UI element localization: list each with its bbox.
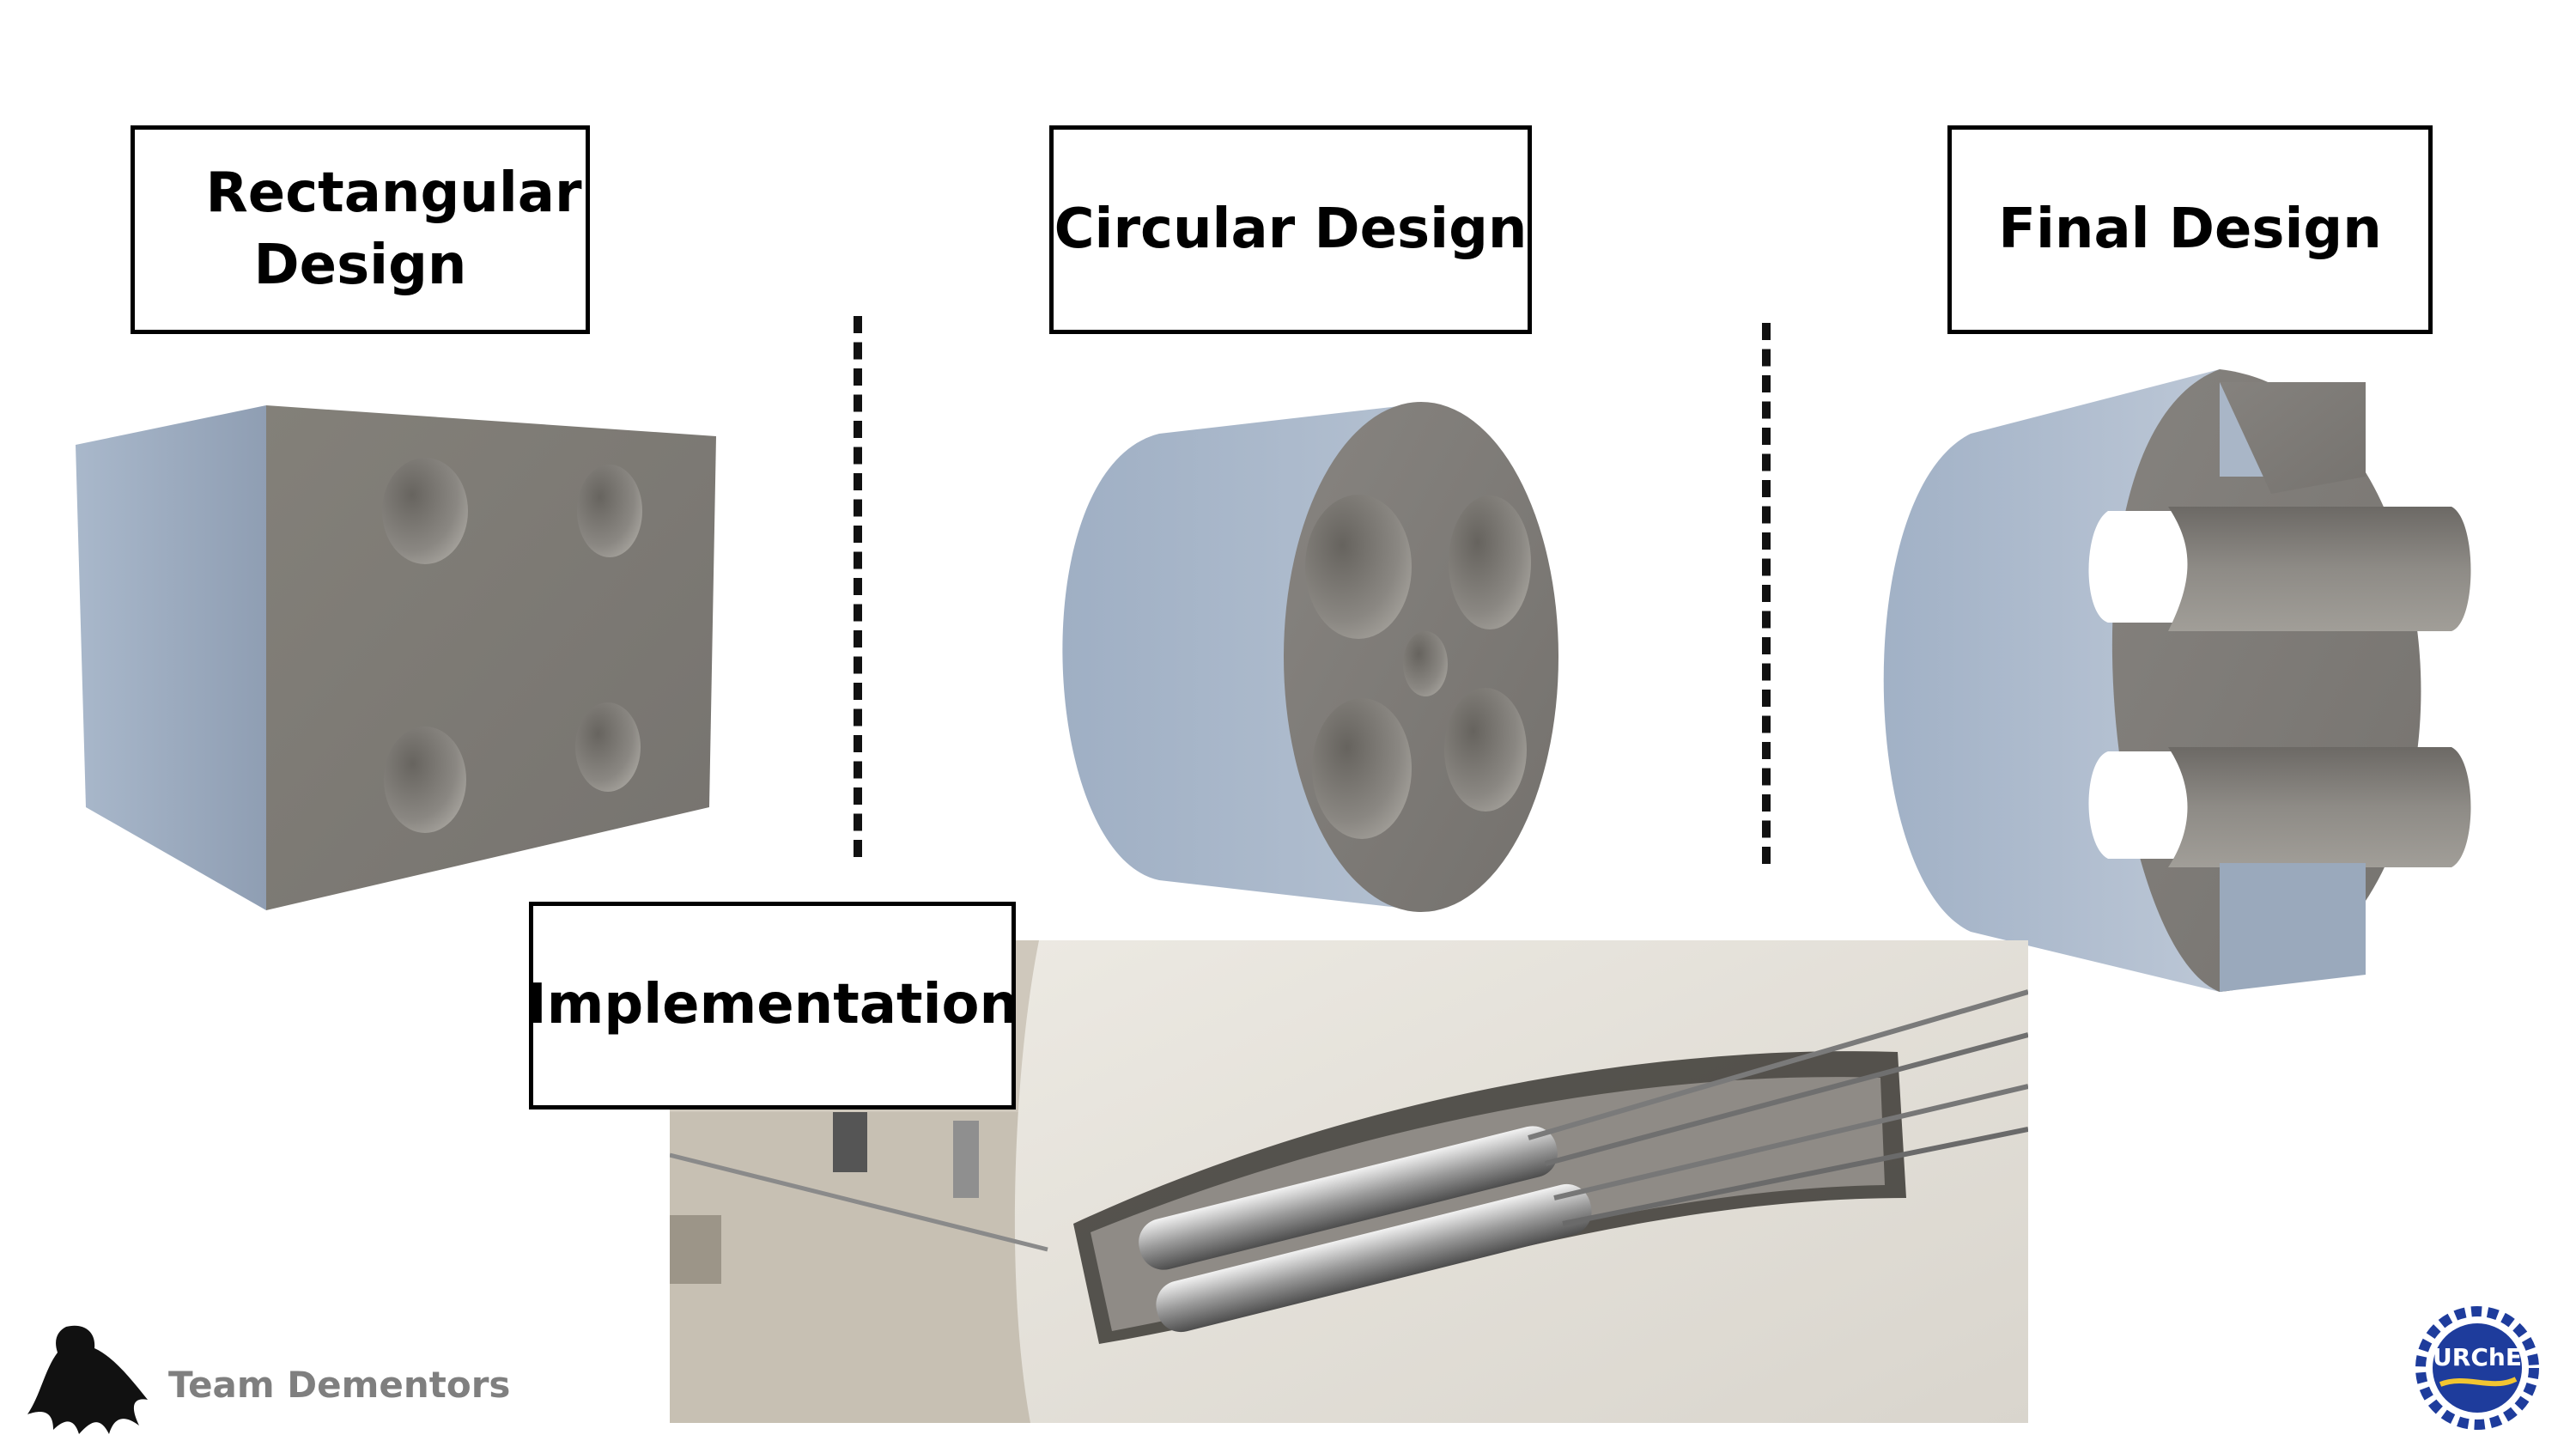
urche-logo-text: URChE <box>2433 1343 2522 1371</box>
dementor-icon <box>27 1325 148 1434</box>
circular-design-label: Circular Design <box>1049 125 1532 334</box>
implementation-text: Implementation <box>526 973 1019 1037</box>
urche-logo-icon: URChE <box>2415 1305 2540 1431</box>
divider-right <box>1762 323 1771 864</box>
divider-left <box>854 316 862 857</box>
implementation-label: Implementation <box>526 902 1019 1110</box>
final-design-render <box>1883 369 2471 992</box>
rectangular-design-label: Rectangular Design <box>131 125 590 334</box>
circular-design-text: Circular Design <box>1054 197 1528 261</box>
rectangular-design-text: Rectangular Design <box>205 161 582 297</box>
rectangular-block-render <box>76 405 716 910</box>
final-design-label: Final Design <box>1947 125 2433 334</box>
team-name: Team Dementors <box>168 1364 511 1406</box>
circular-block-render <box>1062 402 1558 912</box>
final-design-text: Final Design <box>1998 197 2382 261</box>
